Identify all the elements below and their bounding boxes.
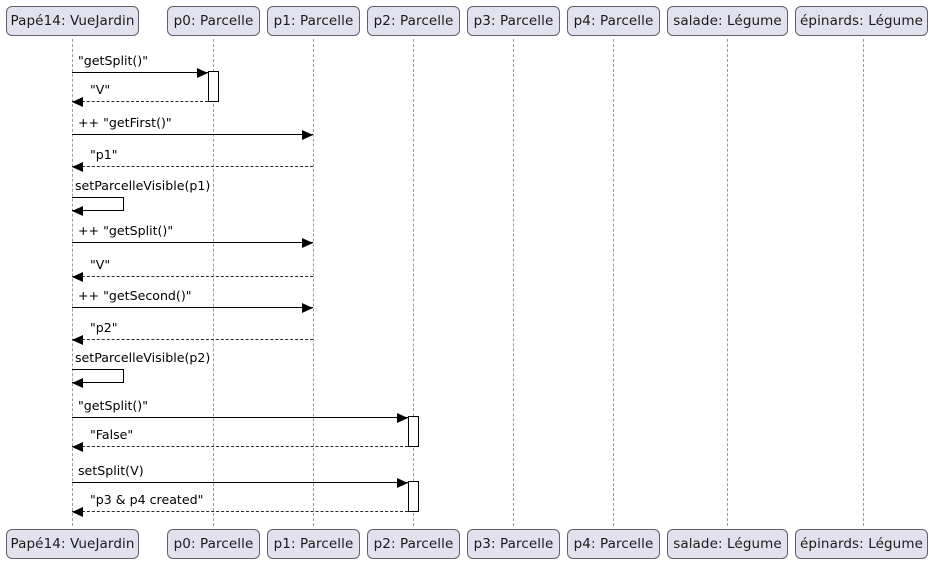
header-participant-p3[interactable]: p3: Parcelle <box>467 6 560 36</box>
header-participant-p0[interactable]: p0: Parcelle <box>167 6 260 36</box>
header-participant-p4[interactable]: p4: Parcelle <box>567 6 660 36</box>
message-label-7: ++ "getSecond()" <box>78 288 192 303</box>
message-line-11 <box>72 446 408 447</box>
lifeline-p1 <box>313 39 314 526</box>
footer-participant-salade[interactable]: salade: Légume <box>667 529 788 559</box>
header-participant-label: p0: Parcelle <box>173 13 254 29</box>
arrowhead-5 <box>302 238 313 248</box>
header-participant-label: épinards: Légume <box>800 13 923 29</box>
message-label-11: "False" <box>90 427 134 442</box>
lifeline-p2 <box>413 39 414 526</box>
message-line-10 <box>72 417 408 418</box>
activation-bar-p0-0 <box>208 71 219 102</box>
footer-participant-epinards[interactable]: épinards: Légume <box>795 529 928 559</box>
message-label-2: ++ "getFirst()" <box>78 115 172 130</box>
arrowhead-8 <box>72 335 83 345</box>
message-label-3: "p1" <box>90 147 118 162</box>
lifeline-salade <box>727 39 728 526</box>
message-label-0: "getSplit()" <box>78 53 149 68</box>
header-participant-label: Papé14: VueJardin <box>10 13 135 29</box>
header-participant-salade[interactable]: salade: Légume <box>667 6 788 36</box>
footer-participant-p3[interactable]: p3: Parcelle <box>467 529 560 559</box>
footer-participant-label: p3: Parcelle <box>473 536 554 552</box>
message-line-1 <box>72 101 208 102</box>
message-line-8 <box>72 339 313 340</box>
footer-participant-p0[interactable]: p0: Parcelle <box>167 529 260 559</box>
header-participant-label: p2: Parcelle <box>373 13 454 29</box>
arrowhead-6 <box>72 272 83 282</box>
self-message-loop-9 <box>72 369 124 383</box>
header-participant-label: p3: Parcelle <box>473 13 554 29</box>
message-line-12 <box>72 482 408 483</box>
footer-participant-p2[interactable]: p2: Parcelle <box>367 529 460 559</box>
footer-participant-label: p1: Parcelle <box>273 536 354 552</box>
arrowhead-9 <box>72 378 83 388</box>
arrowhead-4 <box>72 206 83 216</box>
arrowhead-12 <box>397 478 408 488</box>
arrowhead-3 <box>72 162 83 172</box>
footer-participant-label: p0: Parcelle <box>173 536 254 552</box>
header-participant-p1[interactable]: p1: Parcelle <box>267 6 360 36</box>
message-line-3 <box>72 166 313 167</box>
lifeline-p4 <box>613 39 614 526</box>
arrowhead-0 <box>197 68 208 78</box>
message-label-4: setParcelleVisible(p1) <box>75 178 211 193</box>
footer-participant-label: épinards: Légume <box>800 536 923 552</box>
arrowhead-1 <box>72 97 83 107</box>
message-label-8: "p2" <box>90 320 118 335</box>
footer-participant-vuejardin[interactable]: Papé14: VueJardin <box>6 529 139 559</box>
footer-participant-label: salade: Légume <box>673 536 782 552</box>
message-label-12: setSplit(V) <box>78 463 144 478</box>
arrowhead-7 <box>302 303 313 313</box>
header-participant-label: p4: Parcelle <box>573 13 654 29</box>
footer-participant-label: p4: Parcelle <box>573 536 654 552</box>
arrowhead-13 <box>72 507 83 517</box>
header-participant-vuejardin[interactable]: Papé14: VueJardin <box>6 6 139 36</box>
message-line-0 <box>72 72 208 73</box>
message-label-1: "V" <box>90 82 111 97</box>
activation-bar-p2-1 <box>408 416 419 447</box>
message-label-9: setParcelleVisible(p2) <box>75 350 211 365</box>
lifeline-vuejardin <box>72 39 73 526</box>
header-participant-label: salade: Légume <box>673 13 782 29</box>
header-participant-label: p1: Parcelle <box>273 13 354 29</box>
message-label-13: "p3 & p4 created" <box>90 492 204 507</box>
self-message-loop-4 <box>72 197 124 211</box>
message-line-13 <box>72 511 408 512</box>
arrowhead-10 <box>397 413 408 423</box>
arrowhead-11 <box>72 442 83 452</box>
footer-participant-label: p2: Parcelle <box>373 536 454 552</box>
lifeline-p0 <box>213 39 214 526</box>
message-label-10: "getSplit()" <box>78 398 149 413</box>
footer-participant-p1[interactable]: p1: Parcelle <box>267 529 360 559</box>
header-participant-p2[interactable]: p2: Parcelle <box>367 6 460 36</box>
arrowhead-2 <box>302 130 313 140</box>
activation-bar-p2-2 <box>408 481 419 512</box>
header-participant-epinards[interactable]: épinards: Légume <box>795 6 928 36</box>
message-label-5: ++ "getSplit()" <box>78 223 174 238</box>
message-line-7 <box>72 307 313 308</box>
footer-participant-label: Papé14: VueJardin <box>10 536 135 552</box>
footer-participant-p4[interactable]: p4: Parcelle <box>567 529 660 559</box>
message-line-2 <box>72 134 313 135</box>
message-line-5 <box>72 242 313 243</box>
lifeline-p3 <box>513 39 514 526</box>
lifeline-epinards <box>863 39 864 526</box>
message-line-6 <box>72 276 313 277</box>
message-label-6: "V" <box>90 257 111 272</box>
